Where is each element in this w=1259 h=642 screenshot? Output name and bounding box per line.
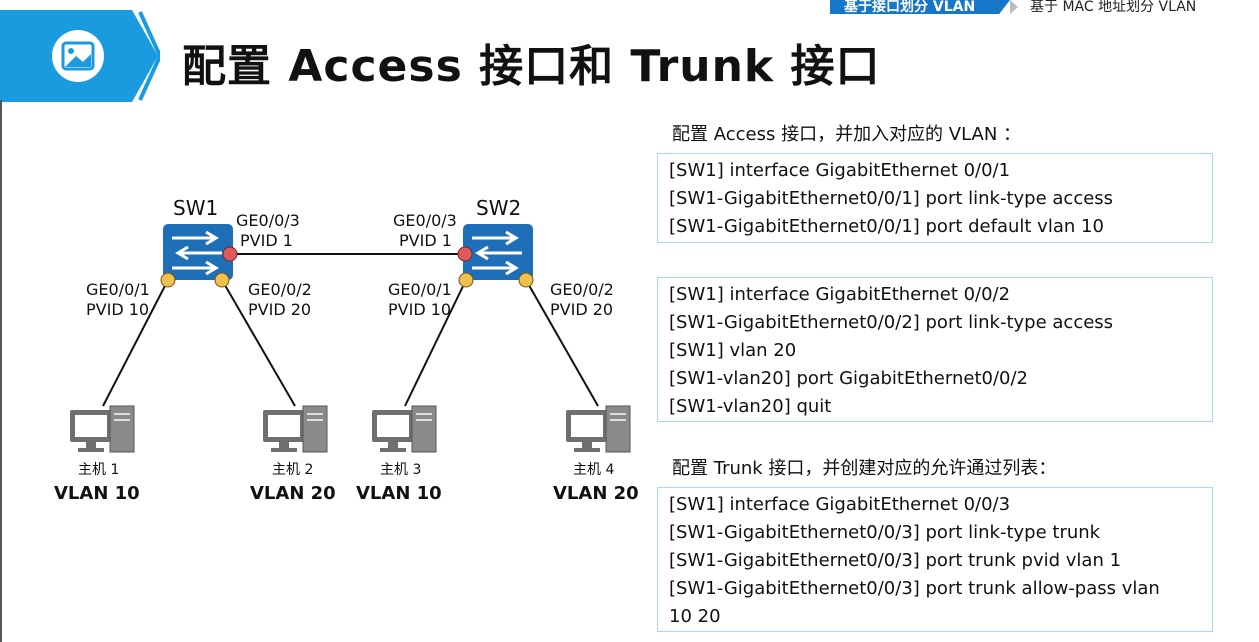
switch-label-sw1: SW1 bbox=[173, 196, 219, 220]
config-block-2: [SW1] interface GigabitEthernet 0/0/2 [S… bbox=[657, 277, 1213, 422]
switch-label-sw2: SW2 bbox=[476, 196, 522, 220]
port-sw2-ge2 bbox=[518, 272, 534, 288]
header-badge bbox=[0, 10, 160, 102]
config-line: [SW1-vlan20] quit bbox=[669, 396, 832, 417]
chevron-right-icon bbox=[1010, 0, 1018, 14]
computer-icon-host3 bbox=[372, 405, 437, 453]
trunk-caption: 配置 Trunk 接口，并创建对应的允许通过列表： bbox=[672, 458, 1057, 479]
config-line: [SW1] interface GigabitEthernet 0/0/1 bbox=[669, 160, 1011, 181]
breadcrumb-active-tab[interactable]: 基于接口划分 VLAN bbox=[830, 0, 1010, 14]
switch-icon-sw2 bbox=[463, 224, 533, 280]
port-sw2-ge1 bbox=[458, 272, 474, 288]
config-line: [SW1] interface GigabitEthernet 0/0/2 bbox=[669, 284, 1011, 305]
link-sw1-host1 bbox=[102, 279, 169, 407]
host-vlan-1: VLAN 10 bbox=[54, 483, 140, 504]
host-label-2: 主机 2 bbox=[272, 462, 314, 478]
computer-icon-host1 bbox=[70, 405, 135, 453]
host-vlan-2: VLAN 20 bbox=[250, 483, 336, 504]
breadcrumb-active-label: 基于接口划分 VLAN bbox=[844, 0, 976, 15]
link-sw1-host2 bbox=[221, 279, 296, 407]
left-rule bbox=[0, 100, 2, 642]
port-sw1-ge2 bbox=[214, 272, 230, 288]
config-line: [SW1-GigabitEthernet0/0/2] port link-typ… bbox=[669, 312, 1114, 333]
access-caption: 配置 Access 接口，并加入对应的 VLAN ： bbox=[672, 124, 1022, 145]
port-sw1-ge1 bbox=[160, 272, 176, 288]
config-block-3: [SW1] interface GigabitEthernet 0/0/3 [S… bbox=[657, 487, 1213, 632]
port-sw2-ge3 bbox=[457, 246, 473, 262]
link-sw2-host3 bbox=[404, 279, 467, 407]
port-label-sw1-ge3: GE0/0/3 PVID 1 bbox=[236, 211, 300, 250]
computer-icon-host4 bbox=[566, 405, 631, 453]
config-line: 10 20 bbox=[669, 606, 721, 627]
breadcrumb-next-tab[interactable]: 基于 MAC 地址划分 VLAN bbox=[1000, 0, 1259, 15]
image-icon bbox=[52, 30, 104, 82]
port-label-sw1-ge1: GE0/0/1 PVID 10 bbox=[86, 280, 150, 319]
config-line: [SW1] interface GigabitEthernet 0/0/3 bbox=[669, 494, 1011, 515]
switch-icon-sw1 bbox=[163, 224, 233, 280]
topology-graphics bbox=[70, 224, 631, 453]
port-label-sw2-ge3: GE0/0/3 PVID 1 bbox=[393, 211, 457, 250]
config-line: [SW1-GigabitEthernet0/0/1] port link-typ… bbox=[669, 188, 1114, 209]
config-line: [SW1-GigabitEthernet0/0/1] port default … bbox=[669, 216, 1104, 237]
config-block-1: [SW1] interface GigabitEthernet 0/0/1 [S… bbox=[657, 153, 1213, 243]
port-label-sw1-ge2: GE0/0/2 PVID 20 bbox=[248, 280, 312, 319]
config-line: [SW1-vlan20] port GigabitEthernet0/0/2 bbox=[669, 368, 1028, 389]
host-label-4: 主机 4 bbox=[573, 462, 615, 478]
port-sw1-ge3 bbox=[222, 246, 238, 262]
breadcrumb-next-label: 基于 MAC 地址划分 VLAN bbox=[1030, 0, 1197, 15]
page-title: 配置 Access 接口和 Trunk 接口 bbox=[182, 41, 881, 92]
config-line: [SW1] vlan 20 bbox=[669, 340, 797, 361]
host-label-3: 主机 3 bbox=[380, 462, 422, 478]
link-sw2-host4 bbox=[525, 279, 599, 407]
host-vlan-3: VLAN 10 bbox=[356, 483, 442, 504]
computer-icon-host2 bbox=[263, 405, 328, 453]
port-label-sw2-ge1: GE0/0/1 PVID 10 bbox=[388, 280, 452, 319]
network-diagram: SW1 SW2 GE0/0/3 PVID 1 GE0/0/3 PVID 1 GE… bbox=[0, 100, 650, 642]
config-line: [SW1-GigabitEthernet0/0/3] port trunk pv… bbox=[669, 550, 1122, 571]
config-line: [SW1-GigabitEthernet0/0/3] port trunk al… bbox=[669, 578, 1160, 599]
port-label-sw2-ge2: GE0/0/2 PVID 20 bbox=[550, 280, 614, 319]
config-line: [SW1-GigabitEthernet0/0/3] port link-typ… bbox=[669, 522, 1101, 543]
host-vlan-4: VLAN 20 bbox=[553, 483, 639, 504]
host-label-1: 主机 1 bbox=[78, 462, 120, 478]
